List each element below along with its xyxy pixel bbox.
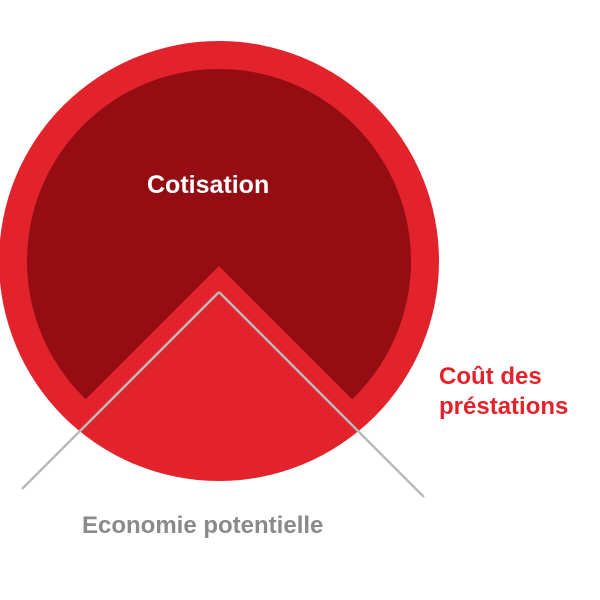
cout-des-prestations-label: Coût des préstations (439, 362, 599, 422)
economie-potentielle-label: Economie potentielle (82, 512, 324, 539)
cout-label-line1: Coût des (439, 363, 542, 390)
cout-label-line2: préstations (439, 393, 569, 420)
economie-pointer-right (218, 291, 425, 498)
cotisation-area (27, 69, 411, 453)
cotisation-label: Cotisation (147, 171, 270, 199)
economie-pointer-left (21, 291, 220, 490)
